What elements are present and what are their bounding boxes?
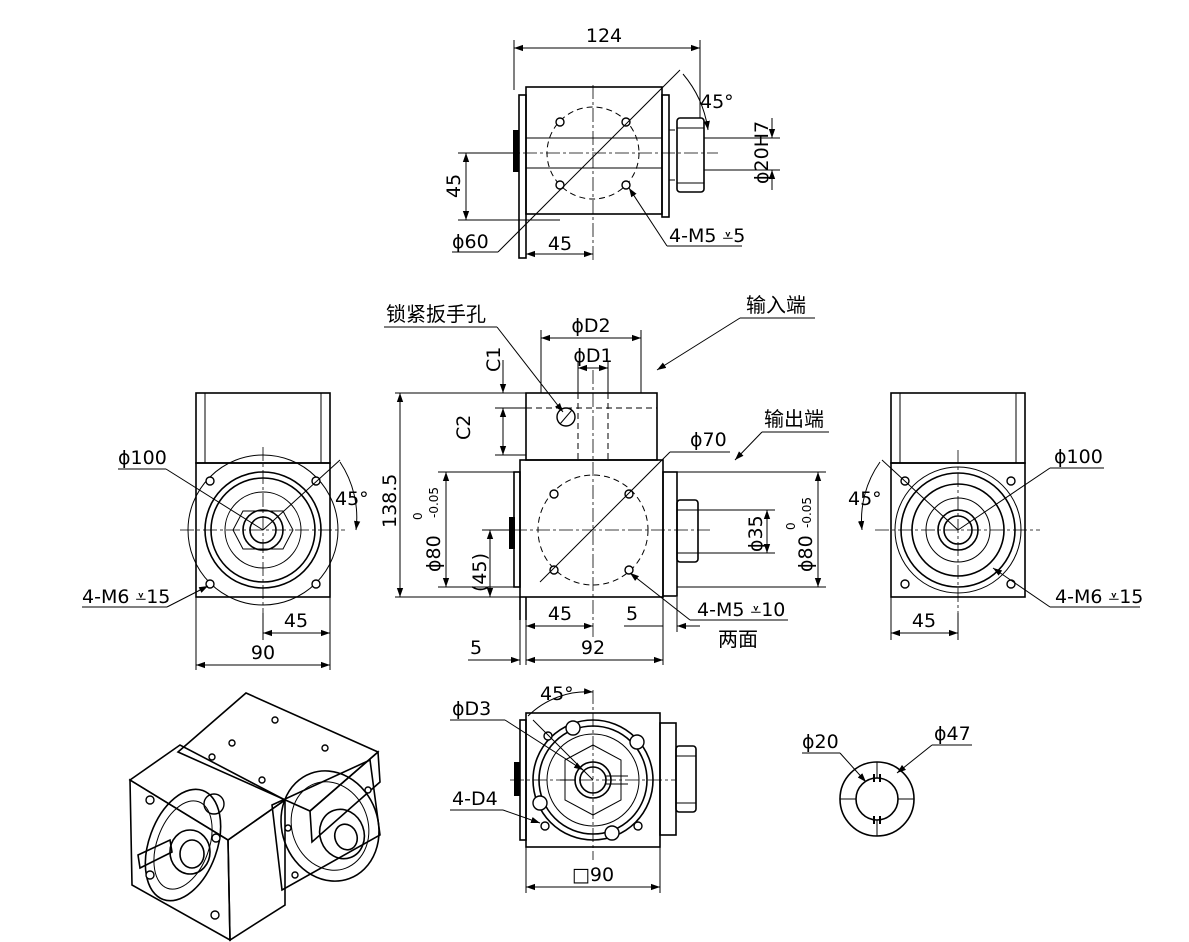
dim-offset-5-right: 5 (626, 603, 638, 625)
dim-bottom-45: 45 (548, 233, 572, 255)
label-both-faces: 两面 (718, 627, 758, 651)
shaft-detail: ϕ20 ϕ47 (802, 723, 972, 837)
label-front-holes: 4-M5 ⩡10 (697, 599, 785, 621)
front-view: ϕ70 ϕD2 ϕD1 C1 C2 138.5 ϕ80 0 -0.05 (45)… (379, 293, 829, 665)
bottom-view: 45° ϕD3 4-D4 □90 (450, 683, 697, 893)
isometric-view (128, 692, 381, 942)
label-left-holes: 4-M6 ⩡15 (82, 586, 170, 608)
dim-center-height-45: (45) (469, 553, 491, 592)
dim-left-pcd-100: ϕ100 (118, 447, 167, 469)
dim-right-pilot-80: ϕ80 (795, 535, 817, 572)
dim-height-45: 45 (443, 174, 465, 198)
dim-pcd-60: ϕ60 (452, 231, 489, 253)
dim-left-half-45: 45 (284, 610, 308, 632)
dim-right-angle-45: 45° (848, 488, 882, 510)
dim-right-half-45: 45 (912, 610, 936, 632)
dim-shaft-35: ϕ35 (745, 515, 767, 552)
dim-pilot-tol-lower: -0.05 (427, 487, 441, 518)
dim-pilot-80: ϕ80 (423, 535, 445, 572)
label-wrench-hole: 锁紧扳手孔 (386, 302, 486, 326)
dim-shaft-20: ϕ20 (802, 731, 839, 753)
dim-bottom-angle-45: 45° (540, 683, 574, 705)
dim-left-angle-45: 45° (335, 488, 369, 510)
dim-right-tol-upper: 0 (784, 522, 798, 530)
dim-angle-45: 45° (700, 91, 734, 113)
dim-right-pcd-100: ϕ100 (1054, 446, 1103, 468)
label-right-holes: 4-M6 ⩡15 (1055, 586, 1143, 608)
dim-square-90: □90 (572, 864, 614, 886)
dim-left-width-90: 90 (251, 642, 275, 664)
left-view: ϕ100 45° 4-M6 ⩡15 45 90 (82, 392, 369, 670)
dim-d4: 4-D4 (452, 788, 498, 810)
dim-bottom-45: 45 (548, 603, 572, 625)
dim-c2: C2 (453, 415, 475, 440)
label-top-holes: 4-M5 ⩡5 (669, 225, 745, 247)
dim-d1: ϕD1 (573, 345, 612, 367)
top-view: 124 45° ϕ20H7 45 ϕ60 45 4-M5 ⩡5 (443, 25, 780, 262)
dim-pilot-tol-upper: 0 (411, 512, 425, 520)
dim-height-138-5: 138.5 (379, 474, 401, 528)
dim-shaft-47: ϕ47 (934, 723, 971, 745)
dim-c1: C1 (483, 347, 505, 372)
label-output-end: 输出端 (764, 407, 824, 431)
dim-width-124: 124 (586, 25, 622, 47)
dim-width-92: 92 (581, 637, 605, 659)
dim-bore-20h7: ϕ20H7 (751, 121, 773, 184)
dim-d2: ϕD2 (571, 315, 610, 337)
label-input-end: 输入端 (746, 293, 806, 317)
dim-pcd-70: ϕ70 (690, 429, 727, 451)
dim-offset-5-left: 5 (470, 637, 482, 659)
dim-d3: ϕD3 (452, 698, 491, 720)
dim-right-tol-lower: -0.05 (800, 497, 814, 528)
right-view: ϕ100 45° 4-M6 ⩡15 45 (848, 392, 1143, 640)
